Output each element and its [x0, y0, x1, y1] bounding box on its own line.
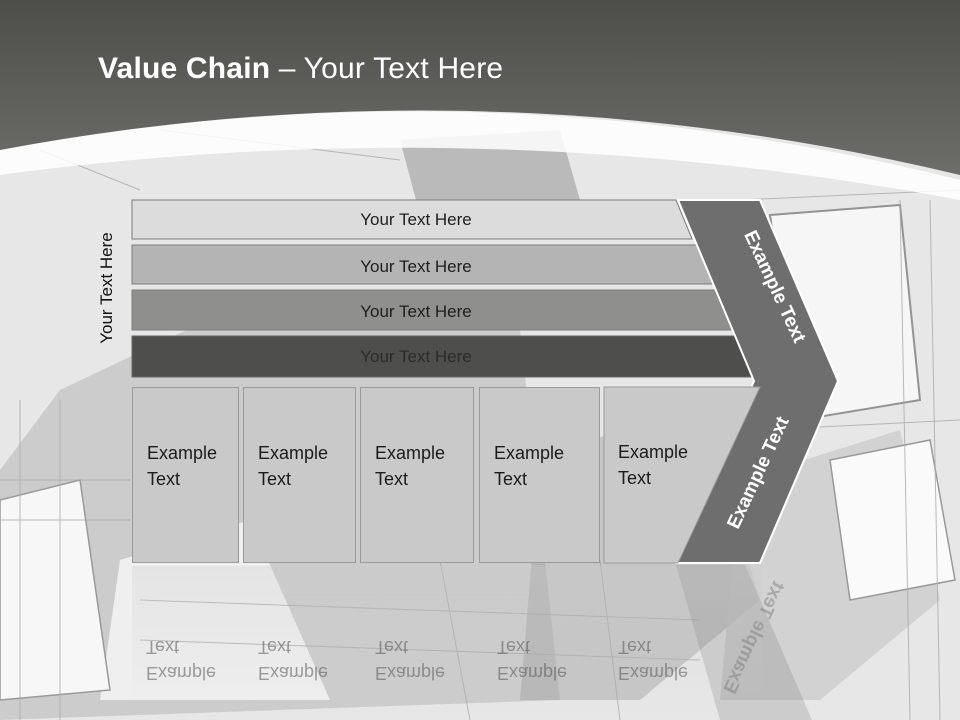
row-2-label: Your Text Here	[360, 257, 472, 276]
row-4-label: Your Text Here	[360, 347, 472, 366]
column-5-line1: Example	[618, 442, 689, 462]
column-5-line2: Text	[618, 468, 652, 488]
columns-reflection	[132, 566, 762, 720]
column-1-line2: Text	[147, 469, 181, 489]
column-3-line2: Text	[375, 469, 409, 489]
reflection-2-line2: Text	[258, 637, 292, 657]
title-bold: Value Chain	[98, 52, 271, 85]
reflection-4-line2: Text	[497, 637, 531, 657]
reflection-text-4: Example Text	[497, 634, 567, 686]
column-3-line1: Example	[375, 443, 446, 463]
reflection-text-1: Example Text	[146, 634, 216, 686]
title-rest: – Your Text Here	[270, 52, 504, 85]
reflection-text-5: Example Text	[618, 634, 688, 686]
row-1-label: Your Text Here	[360, 210, 472, 229]
column-4-line2: Text	[494, 469, 528, 489]
row-3-label: Your Text Here	[360, 302, 472, 321]
arrow-reflection	[676, 565, 812, 720]
reflection-1-line1: Example	[146, 663, 217, 683]
slide-title: Value Chain – Your Text Here	[98, 52, 503, 86]
reflection-5-line2: Text	[618, 637, 652, 657]
column-2-line2: Text	[258, 469, 292, 489]
reflection-5-line1: Example	[618, 663, 689, 683]
reflection-2-line1: Example	[258, 663, 329, 683]
reflection-text-2: Example Text	[258, 634, 328, 686]
reflection-4-line1: Example	[497, 663, 568, 683]
column-5-shape	[603, 386, 761, 564]
column-1-line1: Example	[147, 443, 218, 463]
reflection-3-line1: Example	[375, 663, 446, 683]
column-2-line1: Example	[258, 443, 329, 463]
row-1-shape	[131, 199, 693, 240]
reflection-1-line2: Text	[146, 637, 180, 657]
column-4-line1: Example	[494, 443, 565, 463]
reflection-3-line2: Text	[375, 637, 409, 657]
reflection-text-3: Example Text	[375, 634, 445, 686]
